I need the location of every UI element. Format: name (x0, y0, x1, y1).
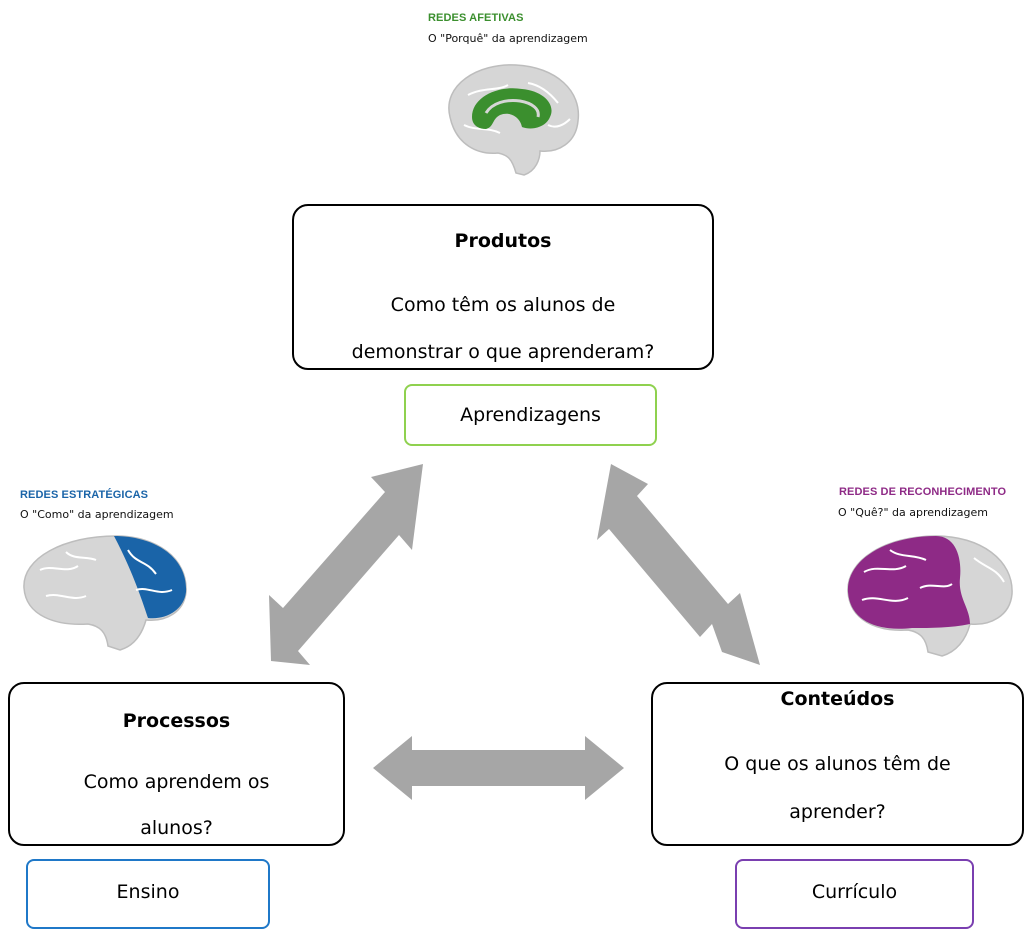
produtos-title: Produtos (454, 230, 552, 252)
aprendizagens-tag: Aprendizagens (404, 384, 657, 446)
recognition-network-title: REDES DE RECONHECIMENTO (839, 486, 1007, 498)
brain-frontal-icon (23, 535, 187, 651)
recognition-network-subtitle: O "Quê?" da aprendizagem (838, 506, 988, 519)
conteudos-line-1: O que os alunos têm de (724, 753, 951, 775)
curriculo-label: Currículo (811, 881, 898, 903)
ensino-tag: Ensino (26, 859, 270, 929)
processos-line-1: Como aprendem os (83, 771, 270, 793)
conteudos-line-2: aprender? (789, 801, 886, 823)
ensino-label: Ensino (116, 881, 180, 903)
produtos-card: Produtos Como têm os alunos de demonstra… (292, 204, 714, 370)
produtos-line-1: Como têm os alunos de (390, 294, 616, 316)
processos-card: Processos Como aprendem os alunos? (8, 682, 345, 846)
conteudos-title: Conteúdos (780, 688, 895, 710)
strategic-network-subtitle: O "Como" da aprendizagem (20, 508, 174, 521)
brain-posterior-icon (847, 535, 1013, 657)
affective-network-subtitle: O "Porquê" da aprendizagem (428, 32, 588, 45)
arrow-produtos-conteudos (597, 464, 760, 665)
arrows-layer (269, 464, 760, 800)
curriculo-tag: Currículo (735, 859, 974, 929)
arrow-processos-conteudos (373, 736, 624, 800)
produtos-line-2: demonstrar o que aprenderam? (351, 341, 655, 363)
processos-line-2: alunos? (140, 817, 213, 839)
strategic-network-title: REDES ESTRATÉGICAS (20, 489, 149, 501)
arrow-processos-produtos (269, 464, 423, 665)
brain-medial-icon (448, 64, 580, 176)
processos-title: Processos (122, 710, 231, 732)
conteudos-card: Conteúdos O que os alunos têm de aprende… (651, 682, 1024, 846)
affective-network-title: REDES AFETIVAS (428, 12, 524, 24)
